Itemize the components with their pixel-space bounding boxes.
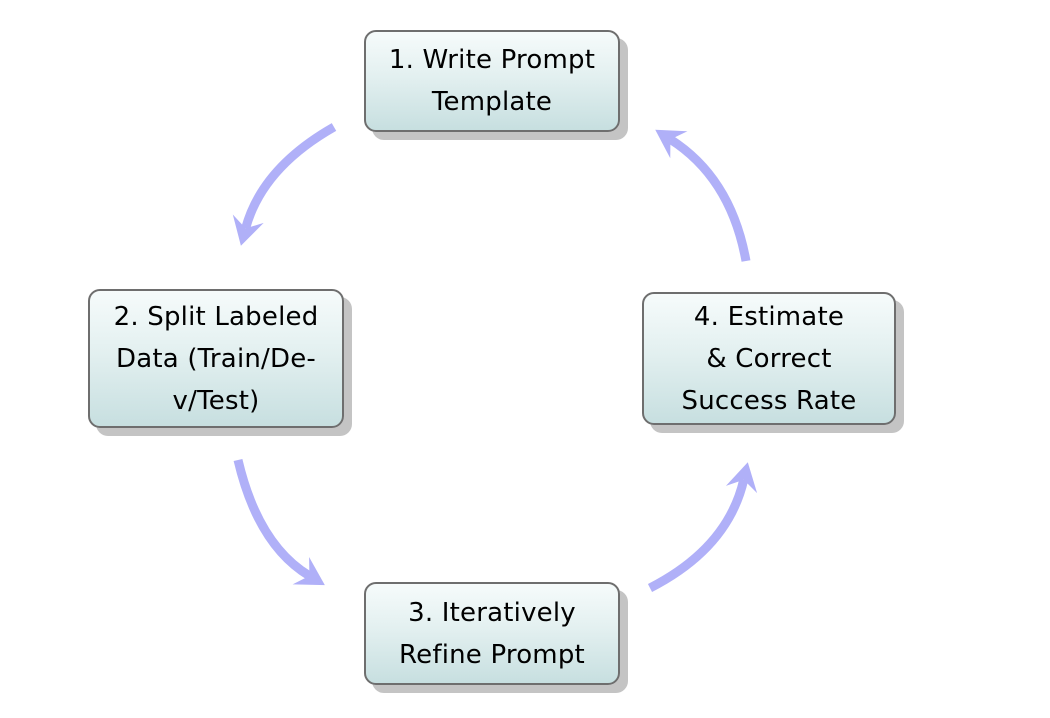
arrowhead-4-to-1 — [655, 129, 688, 159]
step-3-box: 3. Iteratively Refine Prompt — [364, 582, 620, 685]
step-1-label: 1. Write Prompt Template — [388, 45, 596, 117]
arrowhead-1-to-2 — [232, 214, 264, 246]
arrows-group — [232, 123, 758, 593]
step-2-box: 2. Split Labeled Data (Train/De- v/Test) — [88, 289, 344, 428]
step-3-label: 3. Iteratively Refine Prompt — [399, 597, 585, 670]
step-4-box: 4. Estimate & Correct Success Rate — [642, 292, 896, 425]
arrowhead-3-to-4 — [725, 462, 758, 494]
step-1-box: 1. Write Prompt Template — [364, 30, 620, 132]
arrowhead-2-to-3 — [292, 556, 325, 586]
step-2-label: 2. Split Labeled Data (Train/De- v/Test) — [113, 301, 319, 416]
step-4-label: 4. Estimate & Correct Success Rate — [681, 301, 857, 416]
arrow-4-to-1 — [668, 135, 751, 262]
arrow-1-to-2 — [241, 123, 337, 230]
arrow-3-to-4 — [647, 478, 749, 593]
arrow-2-to-3 — [233, 458, 312, 580]
